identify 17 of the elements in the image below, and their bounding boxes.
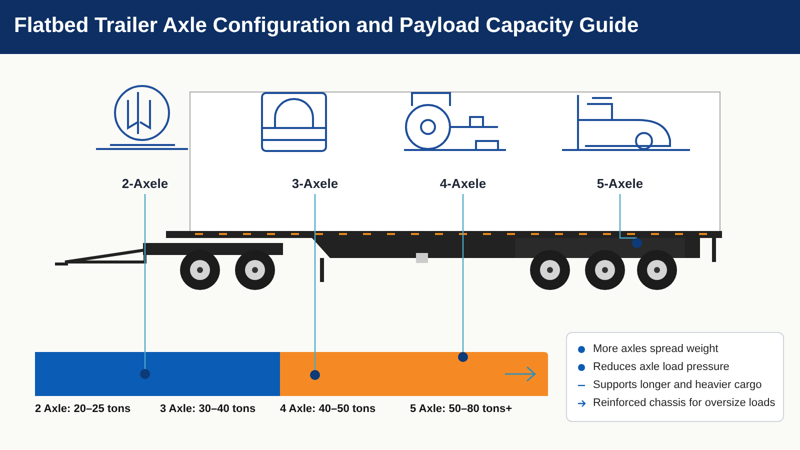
leader-line [462,194,464,352]
leader-line [314,194,316,370]
axle-label: 2-Axele [110,176,180,194]
capacity-range: 5 Axle: 50–80 tons+ [410,403,512,415]
axle-label: 3-Axele [280,176,350,194]
capacity-range: 4 Axle: 40–50 tons [280,403,376,415]
capacity-range: 3 Axle: 30–40 tons [160,403,256,415]
title: Flatbed Trailer Axle Configuration and Payload Capacity Guide [14,14,639,38]
leader-line [144,194,146,369]
legend-text: Reduces axle load pressure [593,361,730,373]
legend-text: More axles spread weight [593,343,718,355]
legend-text: Supports longer and heavier cargo [593,379,762,391]
axle-label: 5-Axele [585,176,655,194]
legend-text: Reinforced chassis for oversize loads [593,397,776,409]
capacity-range: 2 Axle: 20–25 tons [35,403,131,415]
axle-label: 4-Axele [428,176,498,194]
leader-line [619,194,637,239]
